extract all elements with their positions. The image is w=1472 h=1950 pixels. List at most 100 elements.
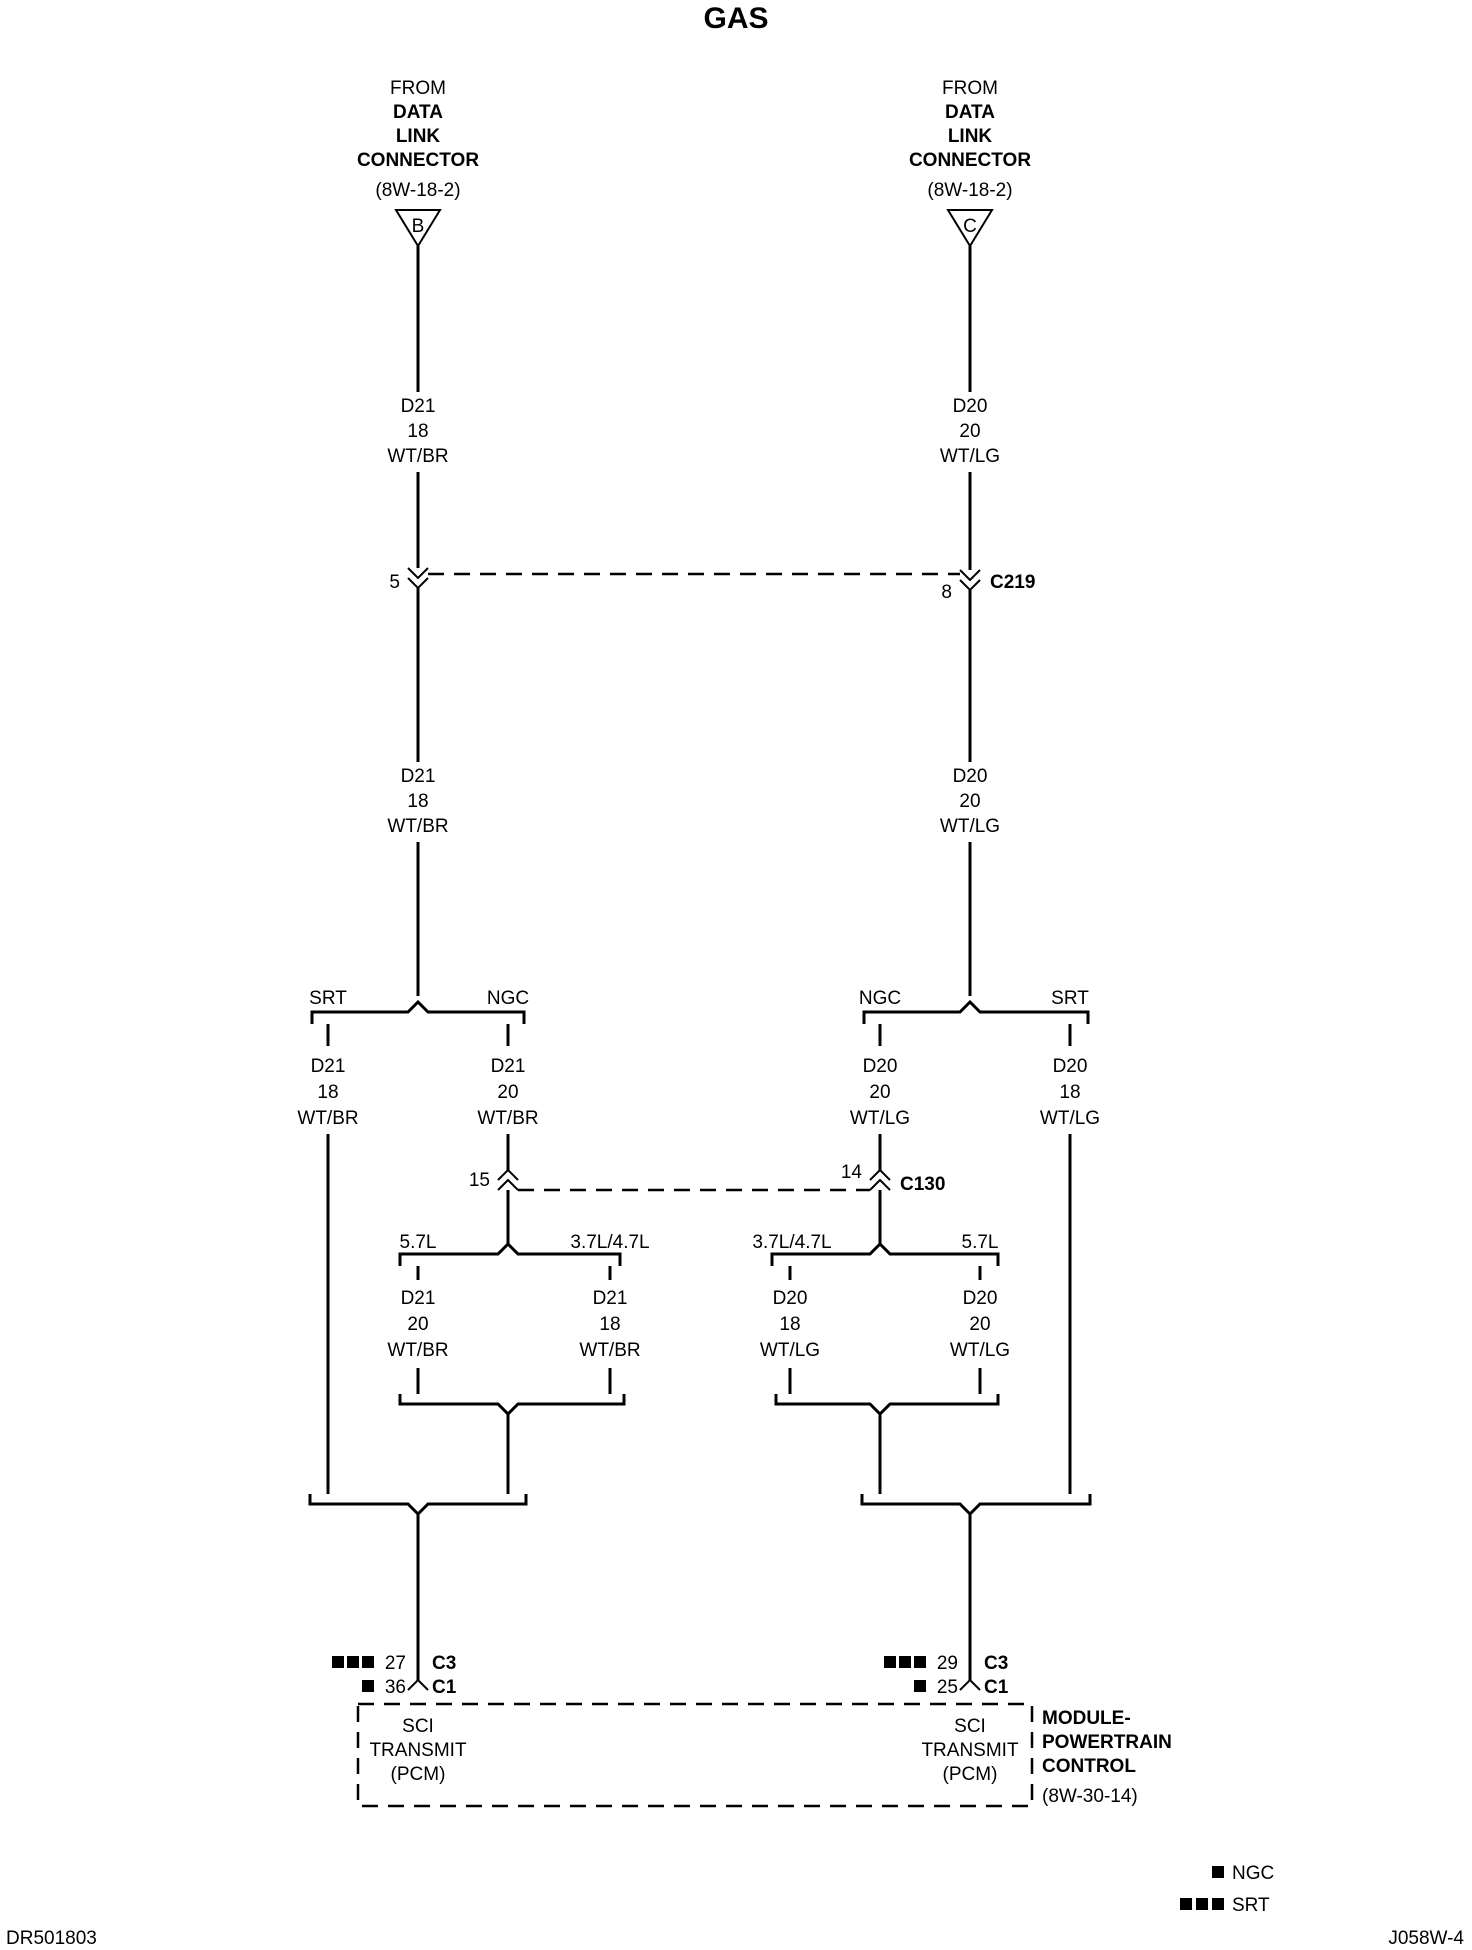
svg-text:WT/LG: WT/LG [1040, 1108, 1100, 1129]
svg-text:WT/LG: WT/LG [850, 1108, 910, 1129]
c219-right-chevron-icon [959, 569, 981, 592]
srt-marker-icon [884, 1656, 926, 1668]
pcm-pins-left: 27 36 C3 C1 [332, 1653, 457, 1698]
page-title: GAS [703, 2, 768, 35]
source-left-connector: CONNECTOR [357, 150, 479, 171]
wire-label-57-right: D20 20 WT/LG [950, 1288, 1010, 1361]
split-right-engine: 3.7L/4.7L 5.7L [752, 1232, 1000, 1280]
wire-label-ngc-right: D20 20 WT/LG [850, 1056, 910, 1129]
svg-text:POWERTRAIN: POWERTRAIN [1042, 1732, 1172, 1753]
pcm-right-chevron-icon [959, 1678, 981, 1691]
svg-text:WT/LG: WT/LG [950, 1340, 1010, 1361]
wire-label-3747-right: D20 18 WT/LG [760, 1288, 820, 1361]
merge-right-final [860, 1494, 1092, 1517]
svg-text:20: 20 [869, 1082, 890, 1103]
svg-text:D21: D21 [593, 1288, 628, 1309]
pcm-left-c3: C3 [432, 1653, 456, 1674]
svg-text:(PCM): (PCM) [943, 1764, 998, 1785]
opt-3747-right: 3.7L/4.7L [752, 1232, 831, 1253]
svg-text:20: 20 [497, 1082, 518, 1103]
svg-text:WT/BR: WT/BR [579, 1340, 640, 1361]
source-left-link: LINK [396, 126, 441, 147]
svg-text:20: 20 [959, 791, 980, 812]
svg-text:D21: D21 [401, 396, 436, 417]
connector-c-tag: C [963, 216, 977, 237]
pcm-right-c3-pin: 29 [937, 1653, 958, 1674]
svg-text:D21: D21 [401, 766, 436, 787]
wire-label-3747-left: D21 18 WT/BR [579, 1288, 640, 1361]
pcm-module-name: MODULE- POWERTRAIN CONTROL (8W-30-14) [1042, 1708, 1172, 1807]
svg-text:WT/LG: WT/LG [940, 446, 1000, 467]
c130-left-chevron-icon [497, 1168, 519, 1191]
wire-label-left-middle: D21 18 WT/BR [387, 766, 448, 837]
pcm-pins-right: 29 25 C3 C1 [884, 1653, 1009, 1698]
opt-57-left: 5.7L [400, 1232, 437, 1253]
pcm-right-c1-pin: 25 [937, 1677, 958, 1698]
svg-text:D21: D21 [491, 1056, 526, 1077]
source-left-from: FROM [390, 78, 446, 99]
pcm-left-c1: C1 [432, 1677, 457, 1698]
source-left-ref: (8W-18-2) [375, 180, 460, 201]
legend: NGC SRT [1180, 1863, 1274, 1916]
svg-text:D21: D21 [311, 1056, 346, 1077]
c219-pin-left: 5 [389, 572, 400, 593]
svg-text:WT/BR: WT/BR [387, 1340, 448, 1361]
opt-57-right: 5.7L [962, 1232, 999, 1253]
svg-text:D21: D21 [401, 1288, 436, 1309]
pcm-right-c1: C1 [984, 1677, 1009, 1698]
svg-text:SCI: SCI [402, 1716, 434, 1737]
source-right-connector: CONNECTOR [909, 150, 1031, 171]
pcm-left-chevron-icon [407, 1678, 429, 1691]
ngc-marker-icon [914, 1680, 926, 1692]
svg-text:D20: D20 [773, 1288, 808, 1309]
svg-text:18: 18 [407, 791, 428, 812]
opt-srt-right: SRT [1051, 988, 1089, 1009]
svg-text:18: 18 [779, 1314, 800, 1335]
svg-text:WT/BR: WT/BR [387, 816, 448, 837]
wire-label-right-upper: D20 20 WT/LG [940, 396, 1000, 467]
pcm-module-ref: (8W-30-14) [1042, 1786, 1138, 1807]
svg-text:WT/LG: WT/LG [940, 816, 1000, 837]
c219-pin-right: 8 [941, 582, 952, 603]
split-right-ngc-srt: NGC SRT [859, 988, 1090, 1046]
svg-text:D20: D20 [963, 1288, 998, 1309]
svg-text:MODULE-: MODULE- [1042, 1708, 1131, 1729]
split-left-srt-ngc: SRT NGC [309, 988, 529, 1046]
svg-text:WT/BR: WT/BR [297, 1108, 358, 1129]
svg-text:18: 18 [317, 1082, 338, 1103]
pcm-left-c1-pin: 36 [385, 1677, 406, 1698]
merge-left-engine [398, 1394, 626, 1417]
wire-label-right-middle: D20 20 WT/LG [940, 766, 1000, 837]
legend-srt-marker-icon [1180, 1898, 1224, 1910]
source-right: FROM DATA LINK CONNECTOR (8W-18-2) C [909, 78, 1031, 248]
wire-label-57-left: D21 20 WT/BR [387, 1288, 448, 1361]
connector-b-tag: B [412, 216, 425, 237]
svg-text:20: 20 [969, 1314, 990, 1335]
svg-text:20: 20 [959, 421, 980, 442]
pcm-right-c3: C3 [984, 1653, 1008, 1674]
wire-label-srt-left: D21 18 WT/BR [297, 1056, 358, 1129]
svg-text:D20: D20 [1053, 1056, 1088, 1077]
svg-text:TRANSMIT: TRANSMIT [921, 1740, 1019, 1761]
svg-text:20: 20 [407, 1314, 428, 1335]
c130-name: C130 [900, 1174, 945, 1195]
svg-text:D20: D20 [953, 396, 988, 417]
opt-srt-left: SRT [309, 988, 347, 1009]
svg-text:18: 18 [599, 1314, 620, 1335]
svg-text:CONTROL: CONTROL [1042, 1756, 1136, 1777]
srt-marker-icon [332, 1656, 374, 1668]
svg-text:D20: D20 [863, 1056, 898, 1077]
wire-label-ngc-left: D21 20 WT/BR [477, 1056, 538, 1129]
footer-left-code: DR501803 [6, 1928, 97, 1949]
opt-ngc-right: NGC [859, 988, 901, 1009]
c219-left-chevron-icon [407, 567, 429, 590]
connector-c-triangle-icon [946, 209, 994, 248]
source-right-data: DATA [945, 102, 995, 123]
svg-text:WT/LG: WT/LG [760, 1340, 820, 1361]
c130-pin-left: 15 [469, 1170, 490, 1191]
source-right-from: FROM [942, 78, 998, 99]
merge-left-final [308, 1494, 528, 1517]
legend-ngc-marker-icon [1212, 1866, 1224, 1878]
svg-text:18: 18 [1059, 1082, 1080, 1103]
